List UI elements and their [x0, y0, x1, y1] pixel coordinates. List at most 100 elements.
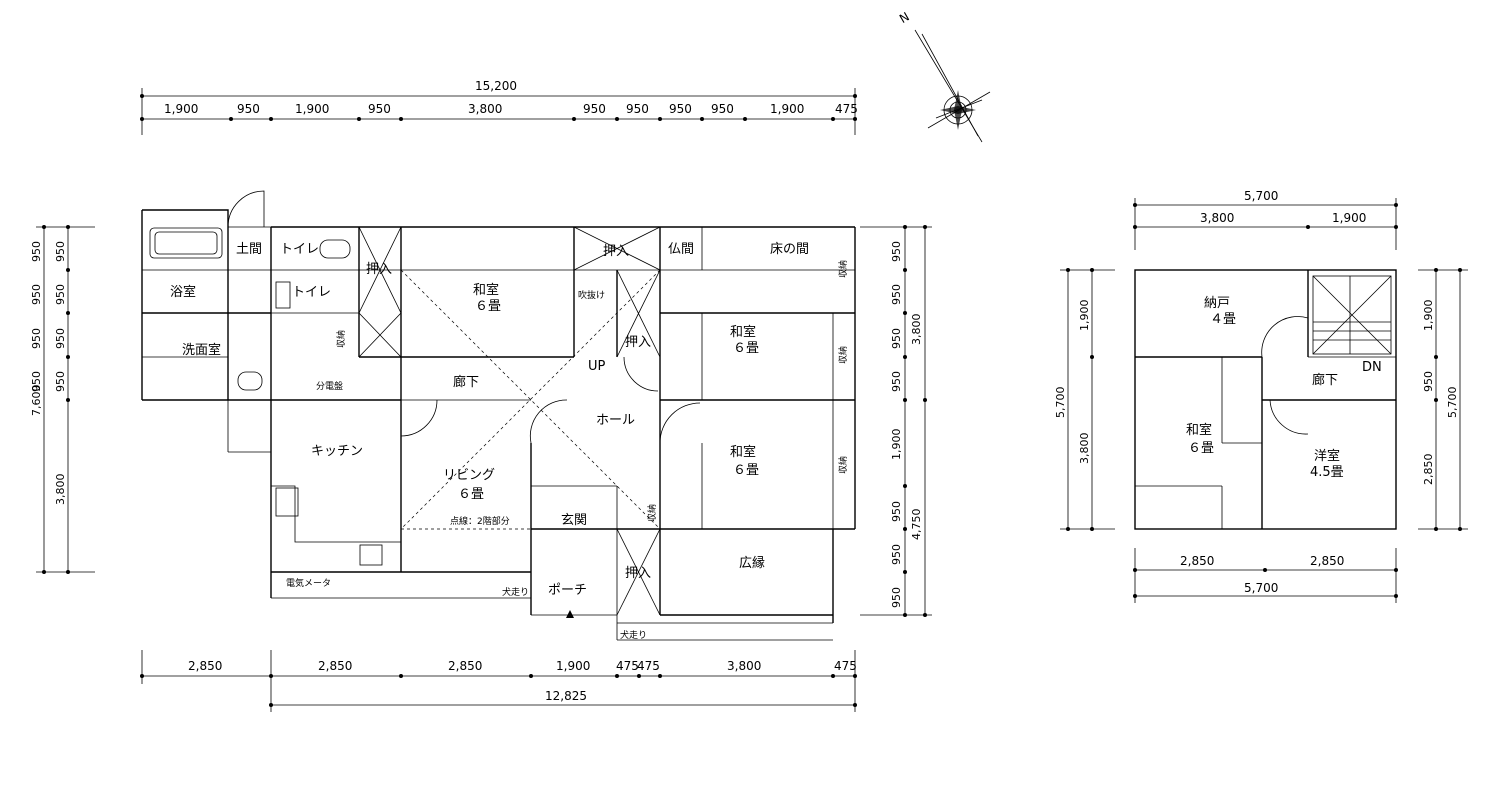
dim2-top-seg-2: 1,900 [1332, 211, 1366, 225]
dim-bottom-seg-6: 475 [637, 659, 660, 673]
room-shuno-v3: 収納 [837, 456, 849, 474]
room2-youshitsu-size: 4.5畳 [1310, 465, 1344, 480]
room-fukinuke: 吹抜け [578, 289, 605, 301]
first-floor-bottom-dimensions: 2,850 2,850 2,850 1,900 475 475 3,800 47… [140, 650, 857, 712]
dim-top-seg-9: 950 [711, 102, 734, 116]
first-floor-dashed-overlay [227, 190, 1309, 618]
dim-right-seg-3: 950 [890, 328, 903, 349]
dim2-top-total: 5,700 [1244, 189, 1278, 203]
dim-bottom-total: 12,825 [545, 689, 587, 703]
dim-top-seg-5: 3,800 [468, 102, 502, 116]
compass-north-label: N [897, 9, 912, 26]
dim-bottom-seg-5: 475 [616, 659, 639, 673]
room-toilet-1: トイレ [280, 242, 319, 257]
room-washitsu-3-size: ６畳 [733, 463, 759, 478]
first-floor-left-dimensions: 7,600 950 950 950 950 3,800 950 950 950 … [30, 225, 95, 574]
dim-top-seg-1: 1,900 [164, 102, 198, 116]
room-meter: 電気メータ [286, 577, 331, 589]
dim-right-seg-8: 950 [890, 587, 903, 608]
dim-left-seg-5: 3,800 [54, 474, 67, 506]
first-floor-right-dimensions: 950 950 950 950 1,900 950 950 950 3,800 … [860, 225, 932, 617]
room-butsuma: 仏間 [668, 242, 694, 257]
room-up: UP [588, 359, 606, 374]
room2-nando-name: 納戸 [1204, 296, 1230, 311]
dim-top-seg-2: 950 [237, 102, 260, 116]
dim-right-seg-5: 1,900 [890, 429, 903, 461]
dim2-bottom-seg-1: 2,850 [1180, 554, 1214, 568]
room-hiroen: 広縁 [739, 555, 765, 571]
dim-right-seg-2: 950 [890, 284, 903, 305]
dim-right-seg-1: 950 [890, 241, 903, 262]
dim2-right-seg-1: 1,900 [1422, 300, 1435, 332]
dim-bottom-seg-3: 2,850 [448, 659, 482, 673]
room2-washitsu-name: 和室 [1186, 422, 1212, 438]
dim2-right-seg-2: 950 [1422, 371, 1435, 392]
dim-left-seg-2: 950 [54, 284, 67, 305]
dim-bottom-seg-1: 2,850 [188, 659, 222, 673]
room2-nando-size: ４畳 [1210, 312, 1236, 327]
dim2-left-seg-1: 1,900 [1078, 300, 1091, 332]
dim-top-seg-7: 950 [626, 102, 649, 116]
compass-rose: N [897, 9, 991, 143]
dim2-right-seg-3: 2,850 [1422, 454, 1435, 486]
room-washitsu-1-size: ６畳 [475, 299, 501, 314]
dim-left-seg-4b: 950 [30, 371, 43, 392]
room-closet-upper-left: 押入 [366, 262, 392, 277]
room-closet-genkan: 収納 [646, 504, 658, 522]
dim2-left-total: 5,700 [1054, 387, 1067, 419]
room-kitchen: キッチン [311, 444, 363, 459]
dim-top-seg-6: 950 [583, 102, 606, 116]
dim-bottom-seg-7: 3,800 [727, 659, 761, 673]
room-tokonoma: 床の間 [770, 242, 809, 257]
room2-washitsu-size: ６畳 [1188, 441, 1214, 456]
dim-left-seg-2b: 950 [30, 284, 43, 305]
dim-left-seg-4: 950 [54, 371, 67, 392]
second-floor-labels: 納戸 ４畳 DN 廊下 和室 ６畳 洋室 4.5畳 [1186, 296, 1382, 480]
room-washitsu-2-size: ６畳 [733, 341, 759, 356]
second-floor-dimensions: 5,700 3,800 1,900 2,850 2,850 5,700 5,70… [1054, 189, 1468, 603]
room-living-size: ６畳 [458, 487, 484, 502]
room-inubashiri-1: 犬走り [502, 586, 529, 598]
room-genkan: 玄関 [561, 513, 587, 528]
room-dotted-note: 点線：2階部分 [450, 515, 510, 527]
dim-right-total-lower: 4,750 [910, 509, 923, 541]
room-washitsu-3-name: 和室 [730, 444, 756, 460]
room-porch: ポーチ [548, 583, 587, 598]
room-closet-shoes: 収納 [335, 330, 347, 348]
dim-left-seg-1b: 950 [30, 241, 43, 262]
room-washitsu-2-name: 和室 [730, 324, 756, 340]
dim-bottom-seg-2: 2,850 [318, 659, 352, 673]
dim-top-seg-3: 1,900 [295, 102, 329, 116]
dim-right-total-upper: 3,800 [910, 314, 923, 346]
dim-left-seg-3: 950 [54, 328, 67, 349]
room-closet-top-center: 押入 [603, 244, 629, 259]
room-closet-mid: 押入 [625, 335, 651, 350]
dim-top-total: 15,200 [475, 79, 517, 93]
dim-top-seg-11: 475 [835, 102, 858, 116]
dim-right-seg-7: 950 [890, 544, 903, 565]
room-shuno-v2: 収納 [837, 346, 849, 364]
dim-left-seg-3b: 950 [30, 328, 43, 349]
dim2-right-total: 5,700 [1446, 387, 1459, 419]
dim-top-seg-4: 950 [368, 102, 391, 116]
entrance-marker-icon [566, 610, 574, 618]
room2-dn: DN [1362, 360, 1382, 375]
room-toilet-2: トイレ [292, 285, 331, 300]
dim-bottom-seg-8: 475 [834, 659, 857, 673]
room2-youshitsu-name: 洋室 [1314, 448, 1340, 464]
first-floor-walls [141, 209, 856, 641]
dim-top-seg-8: 950 [669, 102, 692, 116]
dim-left-total: 7,600 [30, 385, 43, 417]
dim-top-seg-10: 1,900 [770, 102, 804, 116]
room-closet-porch: 押入 [625, 566, 651, 581]
room-hallway: 廊下 [453, 374, 479, 390]
dim-right-seg-4: 950 [890, 371, 903, 392]
dim2-left-seg-2: 3,800 [1078, 433, 1091, 465]
room2-hallway: 廊下 [1312, 372, 1338, 388]
room-hall: ホール [596, 413, 635, 428]
dim2-bottom-total: 5,700 [1244, 581, 1278, 595]
room-washroom: 洗面室 [182, 342, 221, 358]
room-shuno-v1: 収納 [837, 260, 849, 278]
room-inubashiri-2: 犬走り [620, 629, 647, 641]
